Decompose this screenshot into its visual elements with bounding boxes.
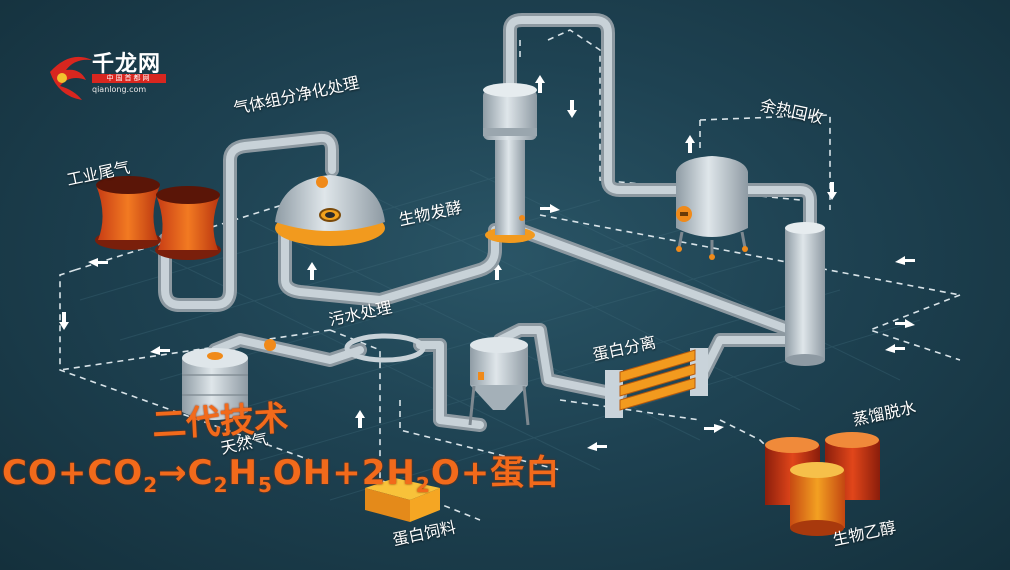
formula-water: 2H [361,453,416,493]
formula-ethanol-h-sub: 5 [257,472,273,497]
formula-ethanol-h: H [228,453,258,493]
wastewater-coil [344,333,426,363]
formula-plus: + [460,453,491,493]
logo-domain: qianlong.com [92,85,147,94]
protein-feed-blocks [365,478,440,522]
logo-name: 千龙网 [92,52,162,77]
reaction-formula: CO+CO2→C2H5OH+2H2O+蛋白 [2,445,560,497]
logo-mark-icon [50,56,92,100]
formula-ethanol-oh: OH [272,453,333,493]
protein-separator [605,348,708,418]
formula-plus: + [57,453,88,493]
formula-water-sub: 2 [415,472,431,497]
ethanol-barrels [765,432,880,536]
purification-tank [275,175,385,246]
formula-co2: CO [87,453,144,493]
waste-heat-tank [676,156,748,260]
formula-title: 二代技术 [151,398,290,446]
formula-co2-sub: 2 [143,472,159,497]
formula-water-o: O [430,453,461,493]
natural-gas-tank [182,339,276,420]
formula-ethanol-c: C [187,453,214,493]
fermentation-column [483,83,537,243]
formula-protein: 蛋白 [490,453,561,493]
formula-plus: + [332,453,362,493]
logo-bar-text: 中国首都网 [92,74,166,83]
exhaust-stacks [95,176,221,260]
separation-tower [468,337,530,426]
formula-ethanol-c-sub: 2 [213,472,229,497]
distillation-column [785,222,825,366]
formula-arrow: → [158,453,188,493]
process-pipes [158,13,817,432]
formula-co: CO [2,453,58,493]
